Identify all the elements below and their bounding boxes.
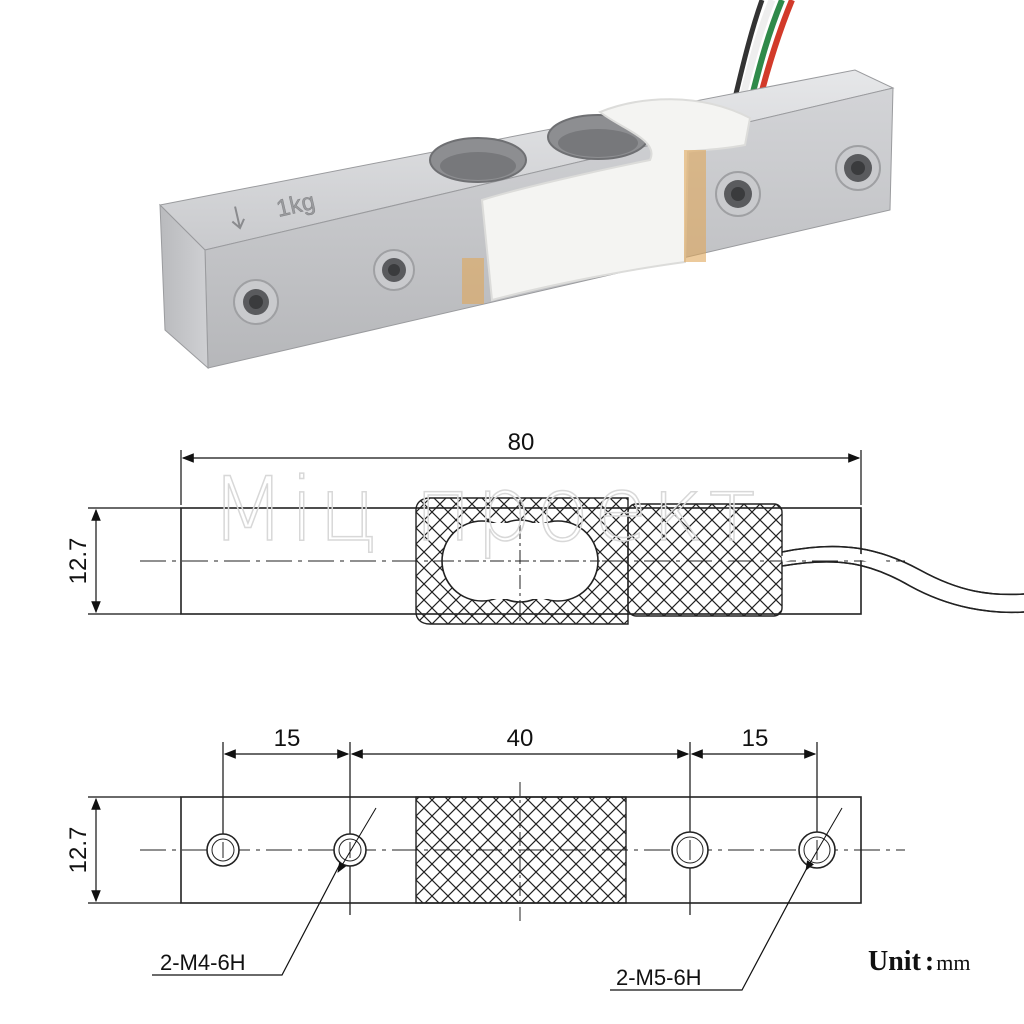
- bottom-view-drawing: 15 40 15 12.7: [65, 725, 970, 991]
- length-dimension-label: 80: [508, 429, 535, 456]
- bottom-hole-m5-left: [671, 831, 709, 869]
- strain-gauge-seal: [480, 98, 752, 302]
- unit-value: mm: [936, 950, 970, 975]
- left-thread-callout: 2-M4-6H: [160, 950, 246, 975]
- left-callout-leader: [152, 863, 341, 976]
- right-callout-leader: [610, 865, 809, 991]
- threaded-hole-1: [233, 279, 279, 325]
- unit-word: Unit: [868, 946, 922, 977]
- threaded-hole-4: [835, 145, 881, 191]
- center-spacing-label: 40: [507, 725, 534, 752]
- bottom-hole-m4-right: [333, 833, 367, 867]
- bottom-gauge-hatch: [415, 796, 627, 904]
- unit-label: Unit:mm: [868, 946, 970, 977]
- watermark-text: Міц проект: [210, 458, 760, 561]
- top-height-dimension-label: 12.7: [65, 538, 92, 585]
- top-seal-hatch: [627, 503, 783, 617]
- bottom-hole-m5-right: [798, 831, 836, 869]
- beam-end-face: [159, 203, 209, 370]
- threaded-hole-2: [373, 249, 415, 291]
- left-spacing-label: 15: [274, 725, 301, 752]
- right-thread-callout: 2-M5-6H: [616, 965, 702, 990]
- top-view-drawing: 80 12.7: [65, 429, 1024, 625]
- unit-separator: :: [925, 946, 934, 977]
- bottom-hole-m4-left: [206, 833, 240, 867]
- right-spacing-label: 15: [742, 725, 769, 752]
- load-cell-photo: 1kg: [158, 0, 895, 370]
- threaded-hole-3: [715, 171, 761, 217]
- bottom-height-dimension-label: 12.7: [65, 827, 92, 874]
